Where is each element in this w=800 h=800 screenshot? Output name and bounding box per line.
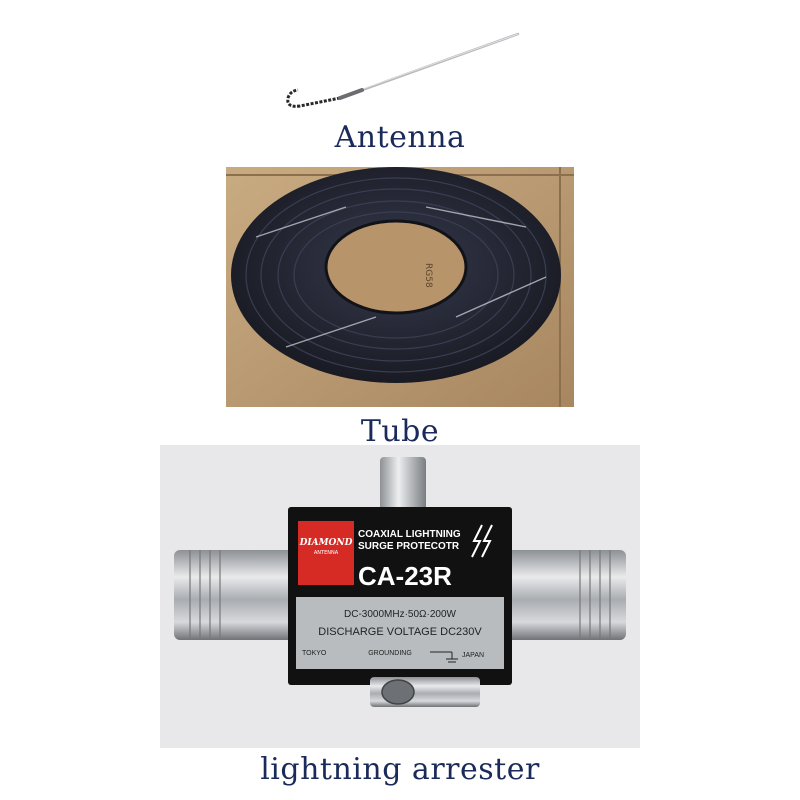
antenna-caption: Antenna <box>334 120 466 155</box>
spec-plate <box>296 597 504 669</box>
brand-badge <box>298 521 354 585</box>
coil-center <box>326 221 466 313</box>
antenna-whip-highlight <box>339 33 519 98</box>
right-connector <box>506 550 626 640</box>
tube-caption: Tube <box>360 414 440 449</box>
label-title-2: SURGE PROTECOTR <box>358 541 460 552</box>
ground-screw <box>381 679 415 705</box>
arrester-image: DIAMOND ANTENNA COAXIAL LIGHTNING SURGE … <box>160 445 640 748</box>
label-title-1: COAXIAL LIGHTNING <box>358 529 461 540</box>
brand-name: DIAMOND <box>299 538 353 548</box>
ground-symbol-icon <box>430 651 458 663</box>
top-connector <box>380 457 426 517</box>
brand-sub: ANTENNA <box>314 550 339 556</box>
foot-grounding: GROUNDING <box>368 650 412 657</box>
model-number: CA-23R <box>358 561 452 591</box>
spec-line-2: DISCHARGE VOLTAGE DC230V <box>318 626 482 638</box>
arrester-caption: lightning arrester <box>260 752 540 787</box>
tube-image: RG58 <box>226 167 574 407</box>
antenna-base <box>338 88 364 100</box>
spec-line-1: DC-3000MHz·50Ω·200W <box>344 609 457 620</box>
box-print: RG58 <box>423 263 433 288</box>
lightning-bolt-icon <box>471 524 493 558</box>
foot-japan: JAPAN <box>462 652 484 659</box>
foot-tokyo: TOKYO <box>302 650 327 657</box>
antenna-image <box>270 28 530 118</box>
antenna-coil <box>286 88 341 108</box>
left-connector <box>174 550 294 640</box>
